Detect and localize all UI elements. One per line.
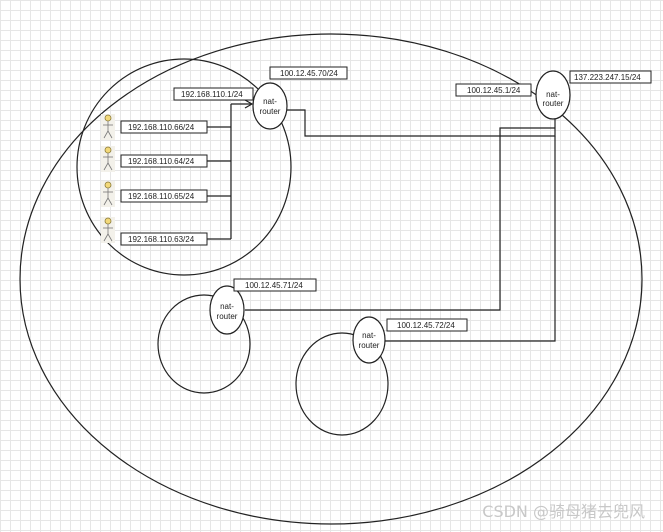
host-3[interactable]: 192.168.110.65/24 <box>101 181 208 207</box>
host-1[interactable]: 192.168.110.66/24 <box>101 114 208 140</box>
svg-text:192.168.110.63/24: 192.168.110.63/24 <box>128 235 195 244</box>
router-71-label-2: router <box>217 312 238 321</box>
lan-network <box>76 58 292 276</box>
lan-router[interactable]: nat- router <box>252 82 288 130</box>
svg-text:100.12.45.1/24: 100.12.45.1/24 <box>467 86 521 95</box>
svg-text:100.12.45.70/24: 100.12.45.70/24 <box>280 69 338 78</box>
svg-text:192.168.110.65/24: 192.168.110.65/24 <box>128 192 195 201</box>
router-71[interactable]: nat- router <box>209 285 245 335</box>
router-72-label-2: router <box>359 341 380 350</box>
network-72 <box>295 332 389 436</box>
watermark: CSDN @骑母猪去兜风 <box>482 502 645 521</box>
label-r71-wan[interactable]: 100.12.45.71/24 <box>233 278 317 292</box>
person-icon <box>103 181 113 206</box>
svg-text:192.168.110.1/24: 192.168.110.1/24 <box>181 90 243 99</box>
svg-text:100.12.45.71/24: 100.12.45.71/24 <box>245 281 303 290</box>
network-71 <box>157 294 251 394</box>
host-4[interactable]: 192.168.110.63/24 <box>101 217 208 246</box>
person-icon <box>103 114 113 139</box>
host-2[interactable]: 192.168.110.64/24 <box>101 146 208 172</box>
router-71-label: nat- <box>220 302 234 311</box>
wires <box>207 99 556 342</box>
label-main-public[interactable]: 137.223.247.15/24 <box>569 70 652 84</box>
lan-router-label-2: router <box>260 107 281 116</box>
person-icon <box>103 217 113 242</box>
svg-text:100.12.45.72/24: 100.12.45.72/24 <box>397 321 455 330</box>
outer-network <box>19 33 643 525</box>
router-72-label: nat- <box>362 331 376 340</box>
svg-text:192.168.110.64/24: 192.168.110.64/24 <box>128 157 195 166</box>
svg-text:192.168.110.66/24: 192.168.110.66/24 <box>128 123 195 132</box>
label-lan-gateway[interactable]: 192.168.110.1/24 <box>173 87 254 101</box>
lan-router-label: nat- <box>263 97 277 106</box>
router-72[interactable]: nat- router <box>352 316 386 364</box>
label-main-inner[interactable]: 100.12.45.1/24 <box>455 83 532 97</box>
person-icon <box>103 146 113 171</box>
svg-text:137.223.247.15/24: 137.223.247.15/24 <box>574 73 641 82</box>
main-router[interactable]: nat- router <box>535 70 571 120</box>
label-r72-wan[interactable]: 100.12.45.72/24 <box>386 318 468 332</box>
label-lan-wan[interactable]: 100.12.45.70/24 <box>269 66 348 80</box>
main-router-label-2: router <box>543 99 564 108</box>
main-router-label: nat- <box>546 90 560 99</box>
